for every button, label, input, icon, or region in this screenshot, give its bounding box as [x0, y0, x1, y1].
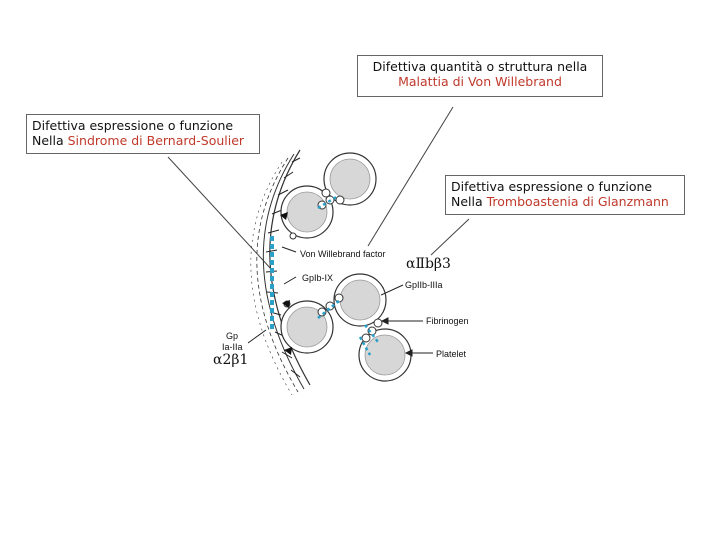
bss-leader-line — [167, 156, 273, 271]
gpiib-label: GpIIb-IIIa — [405, 280, 443, 290]
gt-disease: Tromboastenia di Glanzmann — [486, 194, 669, 209]
gt-callout: Difettiva espressione o funzione Nella T… — [445, 175, 685, 215]
vwd-callout-line2: Malattia di Von Willebrand — [398, 74, 562, 89]
vwd-callout-line1: Difettiva quantità o struttura nella — [372, 59, 588, 74]
platelet-1 — [323, 152, 377, 206]
vwd-callout: Difettiva quantità o struttura nella Mal… — [357, 55, 603, 97]
bss-callout-line2: Nella Sindrome di Bernard-Soulier — [32, 133, 254, 148]
alpha2-beta1-label: α2β1 — [213, 352, 249, 368]
bss-callout-line1: Difettiva espressione o funzione — [32, 118, 234, 133]
collagen-fibres — [265, 157, 301, 378]
gpib-label: GpIb-IX — [302, 273, 334, 283]
fibrinogen-label: Fibrinogen — [426, 316, 469, 326]
label-arrows — [247, 246, 433, 357]
vwd-leader-line — [367, 106, 454, 247]
alphaIIb-beta3-label: αⅡbβ3 — [406, 256, 451, 272]
gt-leader-line — [430, 218, 470, 256]
gpib-receptors — [280, 212, 292, 355]
fibrinogen-chains — [317, 194, 379, 356]
platelet-4 — [280, 300, 334, 354]
bss-prefix: Nella — [32, 133, 68, 148]
bss-disease: Sindrome di Bernard-Soulier — [67, 133, 245, 148]
gt-callout-line1: Difettiva espressione o funzione — [451, 179, 653, 194]
platelet-2 — [280, 185, 334, 239]
bss-callout: Difettiva espressione o funzione Nella S… — [26, 114, 260, 154]
gt-prefix: Nella — [451, 194, 487, 209]
gpia-label-line1: Gp — [226, 331, 239, 341]
receptors — [283, 188, 383, 343]
platelet-3 — [333, 273, 387, 327]
vwf-label: Von Willebrand factor — [300, 249, 386, 259]
gpia-label-line2: Ia-IIa — [222, 342, 243, 352]
gt-callout-line2: Nella Tromboastenia di Glanzmann — [451, 194, 679, 209]
platelet-label: Platelet — [436, 349, 467, 359]
